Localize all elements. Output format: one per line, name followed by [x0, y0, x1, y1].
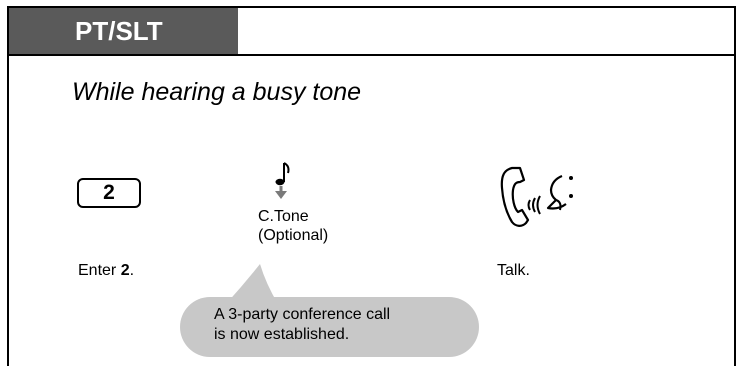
enter-caption: Enter 2. — [78, 262, 134, 280]
note-line1: A 3-party conference call — [214, 306, 391, 323]
tone-label-line1: C.Tone — [258, 208, 309, 225]
note-line2: is now established. — [214, 326, 350, 343]
conference-note-callout: A 3-party conference call is now establi… — [180, 297, 479, 357]
dial-key-2: 2 — [77, 178, 141, 208]
header-divider — [9, 54, 734, 56]
callout-tail — [222, 264, 282, 309]
condition-text: While hearing a busy tone — [72, 78, 362, 106]
talk-caption: Talk. — [497, 262, 530, 279]
header-tab: PT/SLT — [9, 8, 238, 54]
tone-label: C.Tone (Optional) — [258, 207, 328, 245]
talk-handset-icon — [496, 160, 578, 237]
enter-caption-key: 2 — [120, 262, 130, 279]
enter-caption-prefix: Enter — [78, 262, 121, 279]
procedure-panel: PT/SLT — [7, 6, 736, 366]
enter-caption-suffix: . — [129, 262, 135, 279]
tone-label-line2: (Optional) — [258, 227, 329, 244]
music-note-icon — [272, 160, 292, 205]
header-tab-label: PT/SLT — [75, 16, 163, 46]
